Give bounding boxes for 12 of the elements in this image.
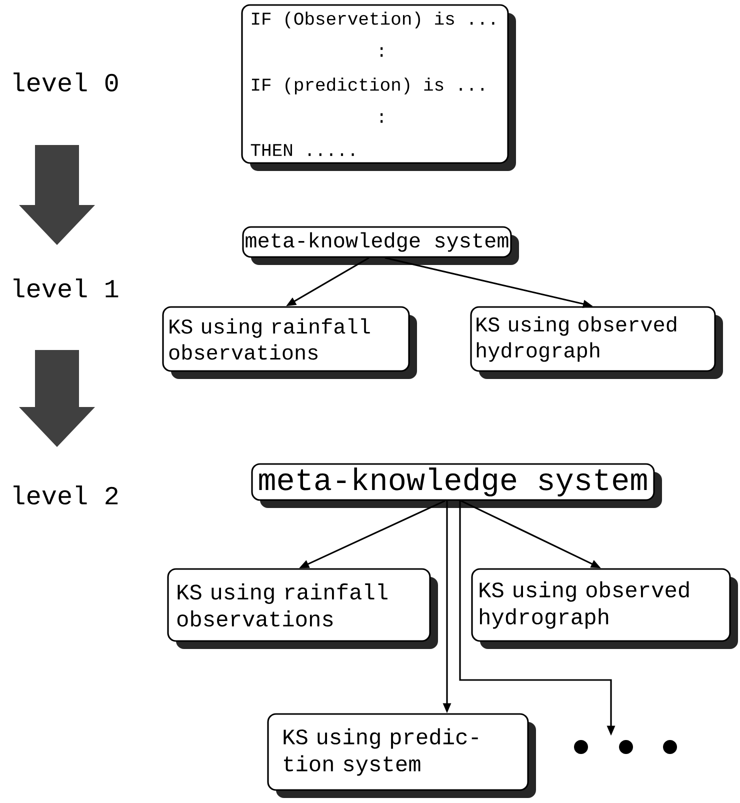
process-box: KS using observed hydrograph bbox=[470, 306, 723, 379]
process-box: KS using predic- tion system bbox=[267, 713, 536, 798]
level-label: level 0 bbox=[14, 72, 118, 92]
process-box: IF (Observetion) is ... : IF (prediction) is ... : THEN ..... bbox=[241, 4, 516, 171]
process-box: KS using observed hydrograph bbox=[471, 568, 738, 649]
level-label: level 2 bbox=[14, 485, 118, 505]
process-box: meta-knowledge system bbox=[251, 463, 662, 508]
process-box: meta-knowledge system bbox=[242, 226, 519, 265]
process-box: KS using rainfall observations bbox=[167, 568, 438, 649]
ellipsis-dots bbox=[574, 740, 677, 754]
level-label: level 1 bbox=[14, 278, 118, 298]
process-box: KS using rainfall observations bbox=[162, 306, 417, 379]
